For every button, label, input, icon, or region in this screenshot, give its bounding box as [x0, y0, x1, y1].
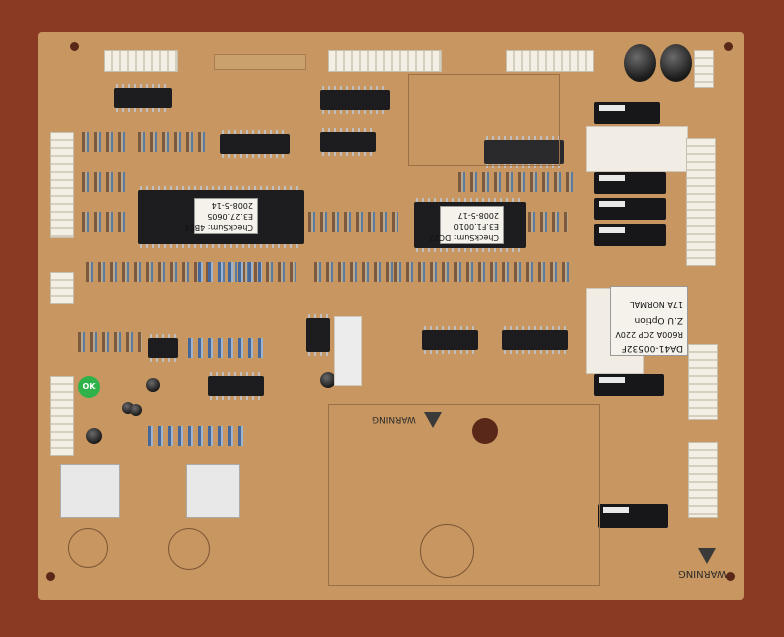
resistor-array: [394, 262, 574, 282]
resistor-array: [82, 212, 128, 232]
heatsink: [60, 464, 120, 518]
power-relay: [586, 126, 688, 172]
relay: [594, 224, 666, 246]
connector-left: [50, 272, 74, 304]
resistor-array: [82, 172, 128, 192]
connector-top: [328, 50, 442, 72]
ic-chip: [320, 128, 376, 156]
heatsink: [186, 464, 240, 518]
resistor-array: [314, 262, 394, 282]
voltage-regulator: [484, 136, 564, 168]
microcontroller-left: CheckSum: 4BE4 E3.27.0605 2008-5-14: [138, 186, 304, 248]
component-outline: [168, 528, 210, 570]
trace-outline: [408, 74, 560, 166]
capacitor: [320, 372, 336, 388]
sticker-text: CheckSum: DC27: [429, 233, 499, 242]
sticker-text: Z.U Option: [634, 315, 683, 325]
resistor-array: [138, 132, 208, 152]
mounting-hole: [70, 42, 79, 51]
capacitor: [660, 44, 692, 82]
component-outline: [420, 524, 474, 578]
relay: [594, 172, 666, 194]
resistor-array: [308, 212, 398, 232]
capacitor: [130, 404, 142, 416]
ic-chip: [208, 372, 264, 400]
capacitor: [146, 378, 160, 392]
connector-right-top: [694, 50, 714, 88]
ic-chip: [502, 326, 568, 354]
connector-right: [688, 442, 718, 518]
connector-right: [688, 344, 718, 420]
relay: [594, 198, 666, 220]
sticker-text: E3.27.0605: [207, 212, 253, 221]
triac: [306, 314, 330, 356]
resistor-array: [78, 332, 142, 352]
sticker-text: 2008-5-17: [457, 211, 499, 220]
relay: [594, 374, 664, 396]
checksum-sticker-right: CheckSum: DC27 E3.F1.0010 2008-5-17: [429, 206, 504, 244]
triac-module: [334, 316, 362, 386]
resistor-array: [86, 262, 296, 282]
ic-chip: [148, 334, 178, 362]
sticker-text: 2008-5-14: [211, 201, 253, 210]
mounting-hole: [46, 572, 55, 581]
connector-left: [50, 376, 74, 456]
resistor-array: [528, 212, 568, 232]
sticker-text: CheckSum: 4BE4: [184, 223, 253, 232]
relay: [594, 102, 660, 124]
microcontroller-right: CheckSum: DC27 E3.F1.0010 2008-5-17: [414, 198, 526, 252]
sticker-text: DA41-00532F: [621, 343, 683, 353]
sticker-text: E3.F1.0010: [453, 222, 499, 231]
resistor-array: [188, 338, 268, 358]
capacitor: [86, 428, 102, 444]
ok-sticker: OK: [78, 376, 100, 398]
connector-left: [50, 132, 74, 238]
resistor-array: [148, 426, 244, 446]
component-outline: [68, 528, 108, 568]
relay: [598, 504, 668, 528]
checksum-sticker-left: CheckSum: 4BE4 E3.27.0605 2008-5-14: [184, 198, 258, 234]
ic-chip: [220, 130, 290, 158]
ic-chip: [320, 86, 390, 114]
connector-top: [104, 50, 178, 72]
ic-chip: [114, 84, 172, 112]
warning-triangle-icon: [698, 548, 716, 564]
sticker-text: 17A NORMAL: [630, 300, 683, 309]
warning-label-center: WARNING: [372, 414, 416, 424]
mounting-hole: [724, 42, 733, 51]
resistor-array: [82, 132, 128, 152]
connector-top: [506, 50, 594, 72]
part-number-sticker: DA41-00532F R600A 2CP 220V Z.U Option 17…: [610, 286, 688, 356]
connector-top: [214, 54, 306, 70]
mounting-hole: [726, 572, 735, 581]
circuit-board: CheckSum: 4BE4 E3.27.0605 2008-5-14 Chec…: [38, 32, 744, 600]
capacitor: [624, 44, 656, 82]
ic-chip: [422, 326, 478, 354]
board-hole: [472, 418, 498, 444]
resistor-array: [458, 172, 578, 192]
warning-triangle-icon: [424, 412, 442, 428]
resistor-array: [198, 262, 262, 282]
hv-zone-outline: [328, 404, 600, 586]
warning-label-bottom: WARNING: [678, 568, 727, 579]
connector-right: [686, 138, 716, 266]
sticker-text: R600A 2CP 220V: [615, 330, 683, 339]
